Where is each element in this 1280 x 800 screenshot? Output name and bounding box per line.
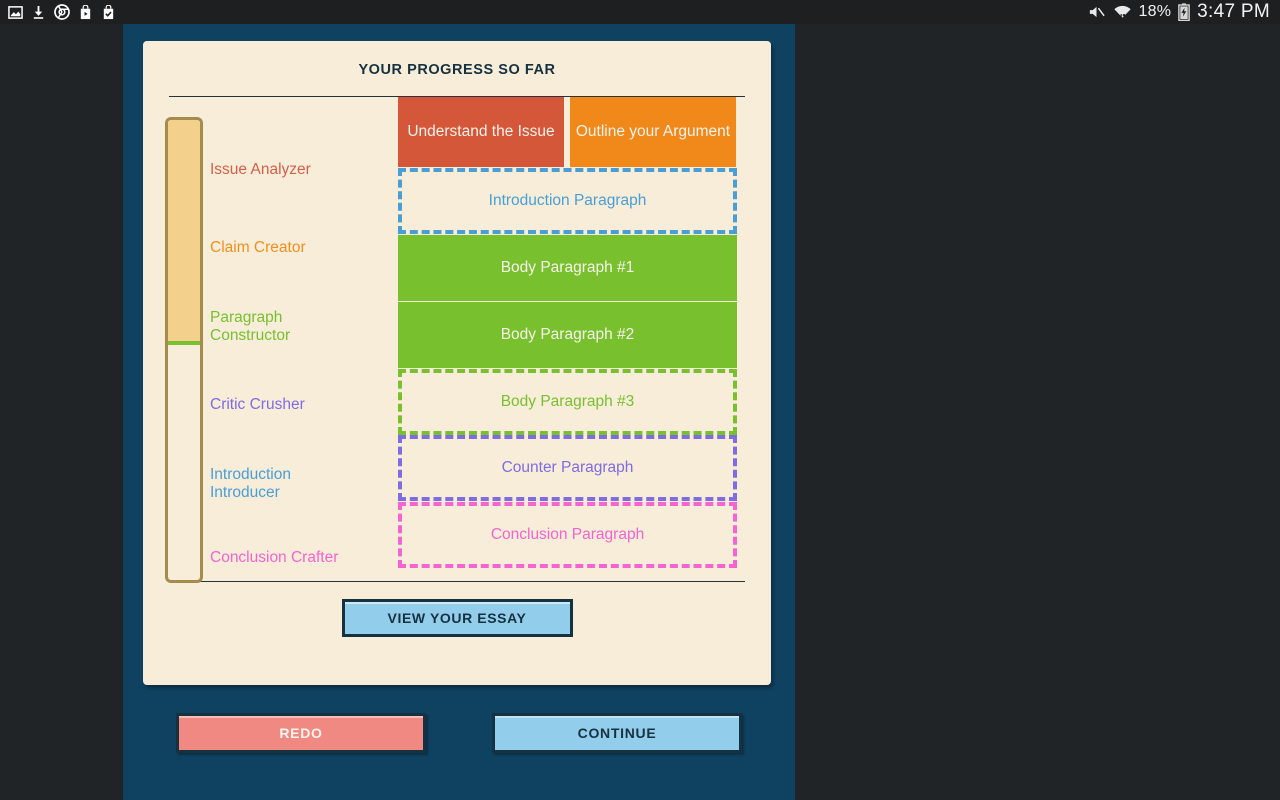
essay-block-5[interactable]: Body Paragraph #3 <box>398 369 737 435</box>
essay-block-4[interactable]: Body Paragraph #2 <box>398 302 737 368</box>
battery-charging-icon <box>1178 3 1190 21</box>
view-essay-button[interactable]: VIEW YOUR ESSAY <box>341 599 573 637</box>
volume-muted-icon <box>1087 4 1106 20</box>
play-store-icon <box>78 4 93 20</box>
status-system-icons: 18% 3:47 PM <box>1087 1 1280 23</box>
footer-divider <box>169 581 745 582</box>
essay-block-2[interactable]: Introduction Paragraph <box>398 168 737 234</box>
stage-label-1: Claim Creator <box>210 239 306 256</box>
chrome-icon <box>54 4 70 20</box>
store-check-icon <box>101 4 116 20</box>
progress-rail <box>165 117 203 583</box>
battery-percent-label: 18% <box>1138 3 1172 20</box>
action-bar: REDO CONTINUE <box>123 694 795 754</box>
essay-block-0[interactable]: Understand the Issue <box>398 97 564 167</box>
progress-rail-fill <box>168 120 200 346</box>
essay-block-3[interactable]: Body Paragraph #1 <box>398 235 737 301</box>
stage-label-3: Critic Crusher <box>210 396 305 413</box>
essay-block-1[interactable]: Outline your Argument <box>570 97 736 167</box>
redo-button[interactable]: REDO <box>176 713 426 753</box>
image-icon <box>8 5 23 20</box>
stage-label-5: Conclusion Crafter <box>210 549 339 566</box>
download-icon <box>31 5 46 20</box>
status-notification-icons <box>0 4 116 20</box>
continue-button[interactable]: CONTINUE <box>492 713 742 753</box>
essay-block-6[interactable]: Counter Paragraph <box>398 435 737 501</box>
title-divider <box>169 96 745 97</box>
stage-label-0: Issue Analyzer <box>210 161 311 178</box>
wifi-transfer-icon <box>1113 4 1132 21</box>
stage-label-2: Paragraph Constructor <box>210 309 291 344</box>
android-status-bar: 18% 3:47 PM <box>0 0 1280 24</box>
clock-label: 3:47 PM <box>1197 1 1270 22</box>
essay-block-7[interactable]: Conclusion Paragraph <box>398 502 737 568</box>
page-title: YOUR PROGRESS SO FAR <box>358 62 556 78</box>
stage-label-4: Introduction Introducer <box>210 466 291 501</box>
